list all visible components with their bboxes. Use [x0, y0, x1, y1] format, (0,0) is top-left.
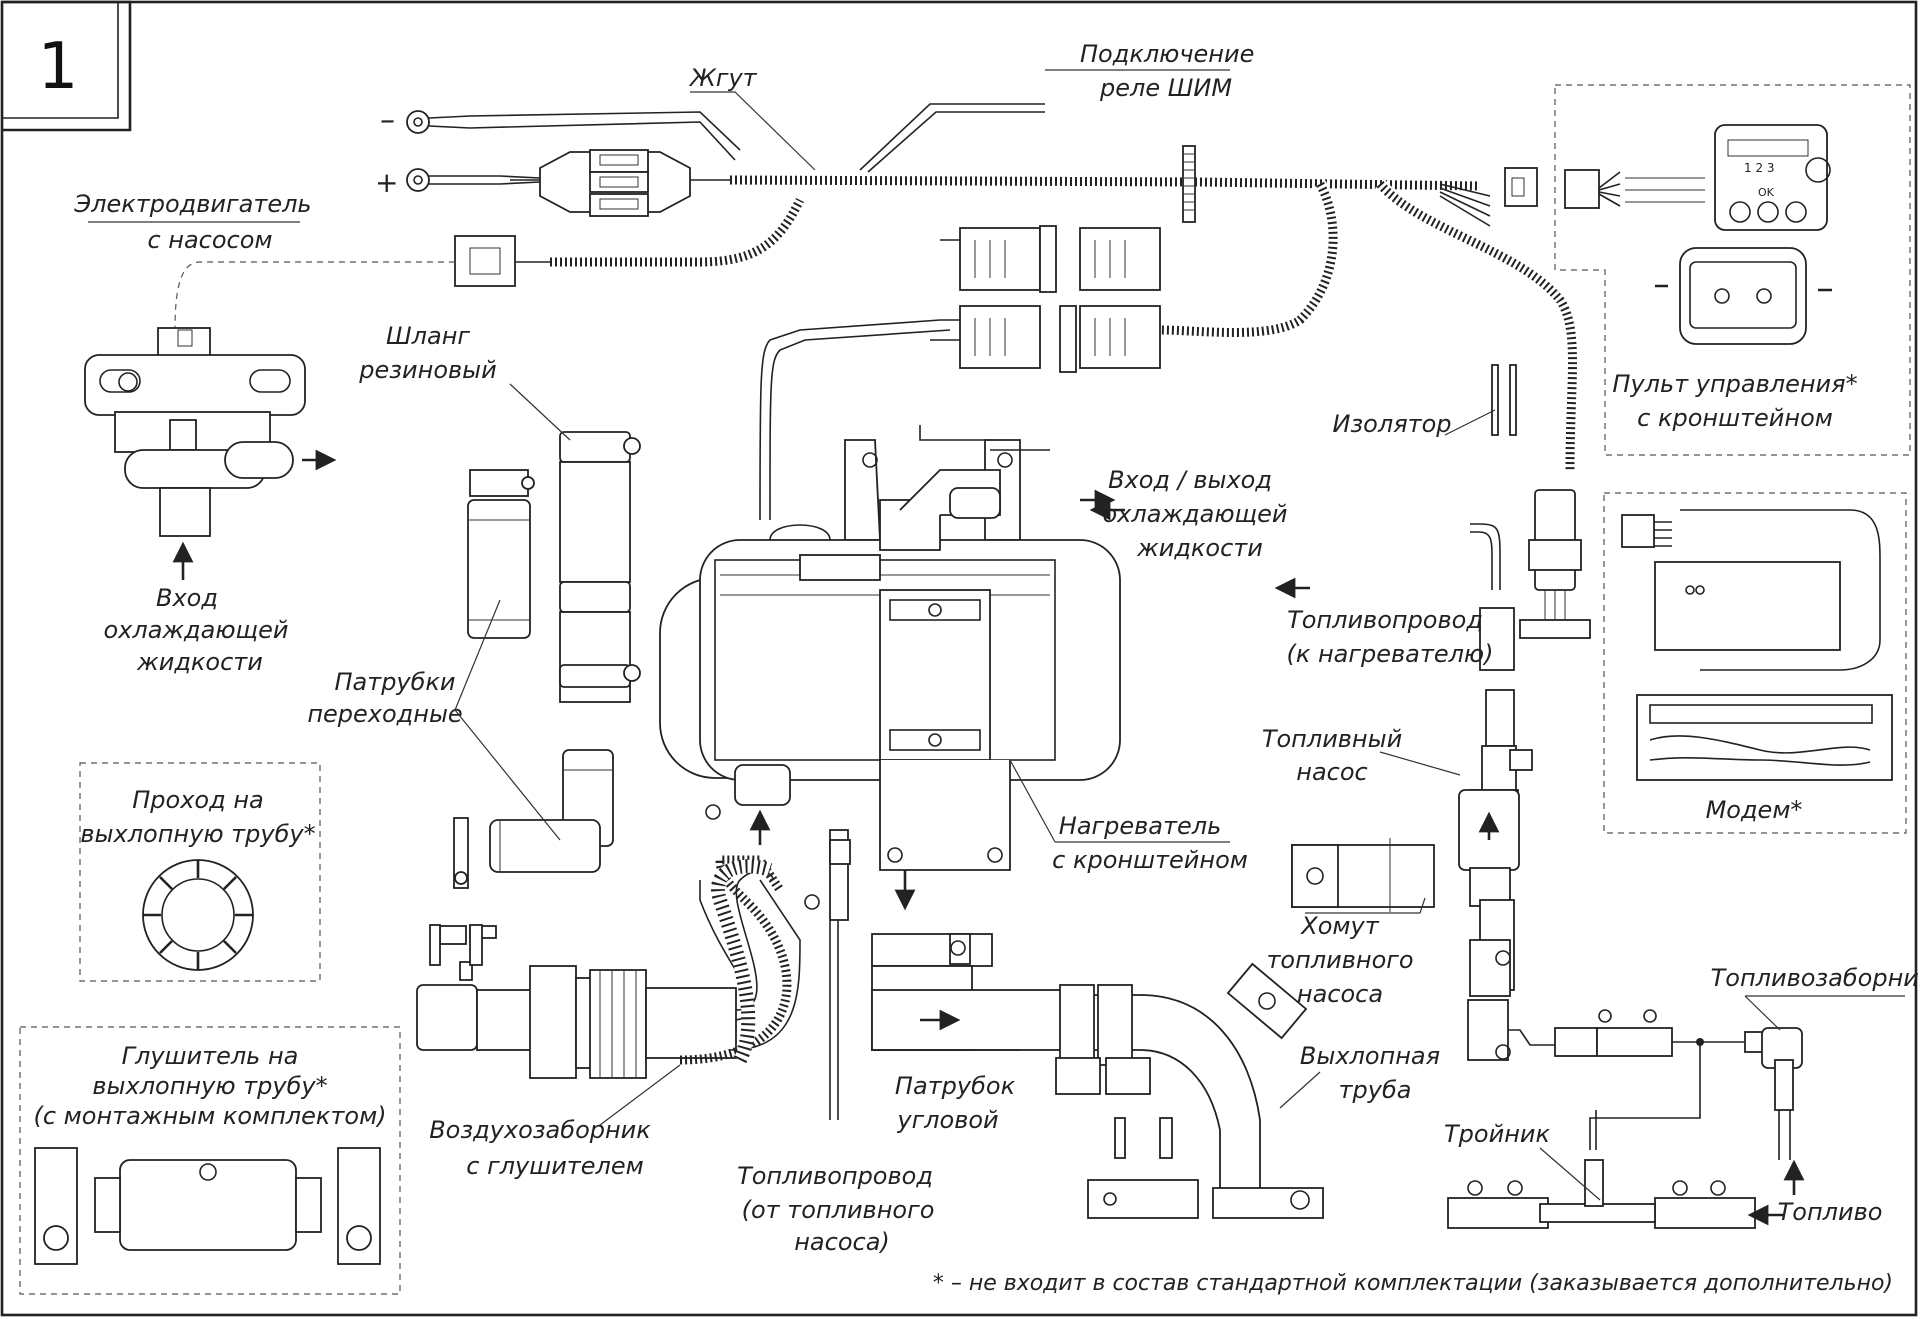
label-heater-1: Нагреватель — [1059, 812, 1221, 840]
figure-number: 1 — [38, 30, 79, 104]
label-clamp-1: Хомут — [1299, 912, 1379, 940]
label-coolant-in-2: охлаждающей — [103, 616, 288, 644]
figure-number-box: 1 — [2, 0, 132, 132]
label-coolant-io-1: Вход / выход — [1108, 466, 1272, 494]
label-pwm-relay-2: реле ШИМ — [1099, 74, 1232, 102]
panel-keys-label: 1 2 3 — [1744, 161, 1775, 175]
label-angle-pipe-1: Патрубок — [895, 1072, 1016, 1100]
label-motor-pump-1: Электродвигатель — [73, 190, 311, 218]
exhaust-pass-box — [79, 762, 321, 982]
label-motor-pump-2: с насосом — [147, 226, 272, 254]
label-control-panel-2: с кронштейном — [1637, 404, 1833, 432]
label-fuel-pump-1: Топливный — [1262, 725, 1402, 753]
label-muffler-2: выхлопную трубу* — [92, 1072, 327, 1100]
fuse-holder — [510, 149, 730, 217]
label-clamp-2: топливного — [1266, 946, 1413, 974]
label-fuel-line-to-1: Топливопровод — [1287, 606, 1483, 634]
label-control-panel-1: Пульт управления* — [1612, 370, 1857, 398]
label-muffler-1: Глушитель на — [122, 1042, 299, 1070]
minus-label: – — [380, 103, 395, 138]
label-harness: Жгут — [688, 64, 758, 92]
insulator — [1491, 364, 1591, 639]
label-rubber-hose-1: Шланг — [386, 322, 470, 350]
adapter-pipes — [453, 469, 614, 889]
label-exhaust-pass-2: выхлопную трубу* — [80, 820, 315, 848]
heater-with-bracket — [659, 425, 1125, 1120]
fuel-system — [1274, 523, 1805, 1229]
muffler-box — [19, 1026, 401, 1295]
label-exhaust-pipe-1: Выхлопная — [1300, 1042, 1440, 1070]
label-modem: Модем* — [1706, 796, 1803, 824]
label-angle-pipe-2: угловой — [896, 1106, 998, 1134]
label-pwm-relay-1: Подключение — [1080, 40, 1254, 68]
label-tee: Тройник — [1444, 1120, 1550, 1148]
label-exhaust-pass-1: Проход на — [132, 786, 263, 814]
plus-label: + — [375, 166, 398, 199]
mounting-hardware — [429, 924, 1199, 1219]
label-adapter-pipes-1: Патрубки — [334, 668, 455, 696]
label-fuel-pump-2: насос — [1296, 758, 1367, 786]
label-heater-2: с кронштейном — [1052, 846, 1248, 874]
angle-pipe — [871, 933, 1073, 1051]
harness-connectors — [930, 225, 1161, 373]
label-coolant-in-1: Вход — [156, 584, 218, 612]
label-air-intake-1: Воздухозаборник — [429, 1116, 651, 1144]
label-rubber-hose-2: резиновый — [358, 356, 496, 384]
rubber-hose — [559, 431, 641, 703]
label-coolant-io-2: охлаждающей — [1102, 500, 1287, 528]
label-fuel-line-from-2: (от топливного — [742, 1196, 935, 1224]
label-coolant-io-3: жидкости — [1136, 534, 1263, 562]
label-muffler-3: (с монтажным комплектом) — [33, 1102, 386, 1130]
label-fuel-line-from-1: Топливопровод — [737, 1162, 933, 1190]
label-fuel-line-from-3: насоса) — [794, 1228, 890, 1256]
panel-ok-label: OK — [1758, 186, 1775, 199]
modem-box — [1603, 492, 1907, 834]
label-fuel-line-to-2: (к нагревателю) — [1287, 640, 1494, 668]
label-air-intake-2: с глушителем — [466, 1152, 644, 1180]
label-fuel-intake: Топливозаборник — [1711, 964, 1920, 992]
electric-motor-pump — [84, 327, 337, 580]
control-panel-box: 1 2 3 OK — [1554, 84, 1911, 456]
footnote: * – не входит в состав стандартной компл… — [933, 1271, 1893, 1296]
wiring-harness: – + — [174, 103, 1579, 521]
label-insulator: Изолятор — [1332, 410, 1451, 438]
exhaust-pipe — [1055, 962, 1324, 1219]
label-fuel: Топливо — [1778, 1198, 1883, 1226]
label-adapter-pipes-2: переходные — [307, 700, 462, 728]
label-coolant-in-3: жидкости — [136, 648, 263, 676]
label-clamp-3: насоса — [1297, 980, 1383, 1008]
fuel-pump-clamp — [1291, 838, 1435, 912]
label-exhaust-pipe-2: труба — [1339, 1076, 1412, 1104]
